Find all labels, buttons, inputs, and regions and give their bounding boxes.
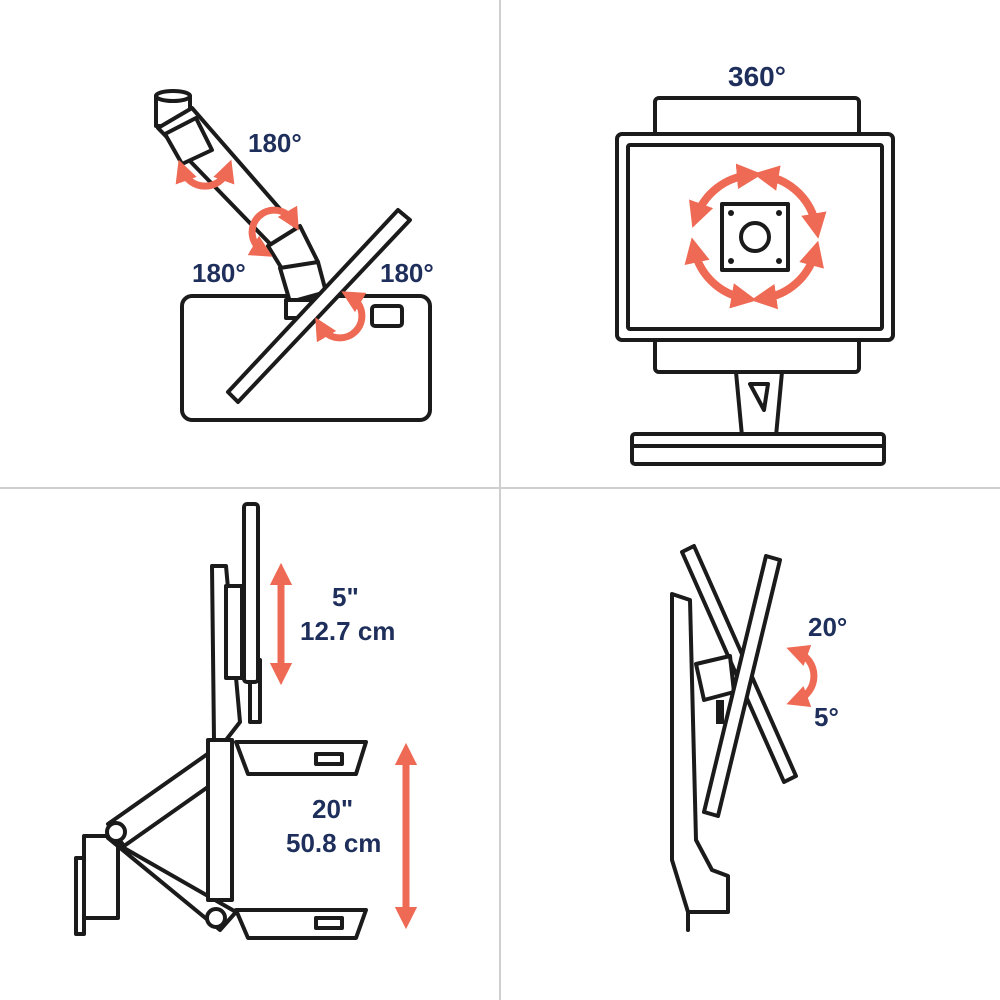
tray-handle-top — [314, 752, 344, 766]
tilt-up-label: 20° — [808, 612, 847, 642]
circular-arrow-segment-4 — [684, 237, 757, 309]
circular-arrow-icon — [684, 163, 827, 310]
keyboard-tray-bottom — [234, 908, 368, 940]
vesa-hole-1 — [728, 210, 734, 216]
circular-arrow-segment-3 — [750, 240, 824, 310]
monitor-side — [242, 502, 260, 684]
stand-neck-hole — [748, 382, 770, 412]
rotation-arrow-elbow — [247, 205, 299, 257]
tilt-mount — [694, 654, 736, 702]
rotation-arrow-icon — [175, 159, 367, 343]
tilt-arrow — [786, 644, 818, 708]
monitor-bracket — [224, 584, 244, 680]
vesa-hole-4 — [776, 258, 782, 264]
vesa-hole-2 — [776, 210, 782, 216]
circular-arrow-segment-2 — [753, 165, 827, 239]
monitor-tilt-front — [702, 554, 782, 818]
desk-device — [370, 304, 404, 328]
monitor-travel-imperial: 5" — [332, 582, 359, 612]
tray-handle-bottom — [314, 916, 344, 930]
vertical-column — [206, 738, 234, 902]
panel-height-adjust: 5" 12.7 cm 20" 50.8 cm — [74, 502, 418, 940]
pole-cap-top — [154, 89, 192, 103]
keyboard-tray-top — [234, 740, 368, 776]
stand-base — [630, 432, 886, 466]
rotation-label-360: 360° — [728, 61, 786, 92]
arm-pivot-bottom — [205, 907, 227, 929]
rotation-label-left: 180° — [192, 258, 246, 288]
support-post — [670, 592, 730, 914]
rotation-arrow-top — [175, 159, 235, 190]
mount-knob — [716, 700, 724, 724]
rotation-arrow-icon — [786, 644, 818, 708]
monitor-screen — [626, 143, 884, 331]
tilt-down-label: 5° — [814, 702, 839, 732]
keyboard-travel-metric: 50.8 cm — [286, 828, 381, 858]
rotation-arrow-desk — [315, 291, 367, 343]
panel-arm-rotation: 180° 180° 180° — [154, 89, 434, 422]
panel-tilt: 20° 5° — [670, 544, 847, 932]
keyboard-travel-imperial: 20" — [312, 794, 353, 824]
rotation-label-top: 180° — [248, 128, 302, 158]
vesa-hole-3 — [728, 258, 734, 264]
circular-arrow-segment-1 — [689, 163, 763, 228]
rotation-label-right: 180° — [380, 258, 434, 288]
wall-bracket — [82, 834, 120, 920]
arm-pivot-left — [105, 821, 127, 843]
arm-joint-top — [163, 116, 214, 166]
double-arrow-icon — [269, 562, 418, 930]
panel-monitor-rotation: 360° — [615, 61, 895, 466]
monitor-travel-metric: 12.7 cm — [300, 616, 395, 646]
